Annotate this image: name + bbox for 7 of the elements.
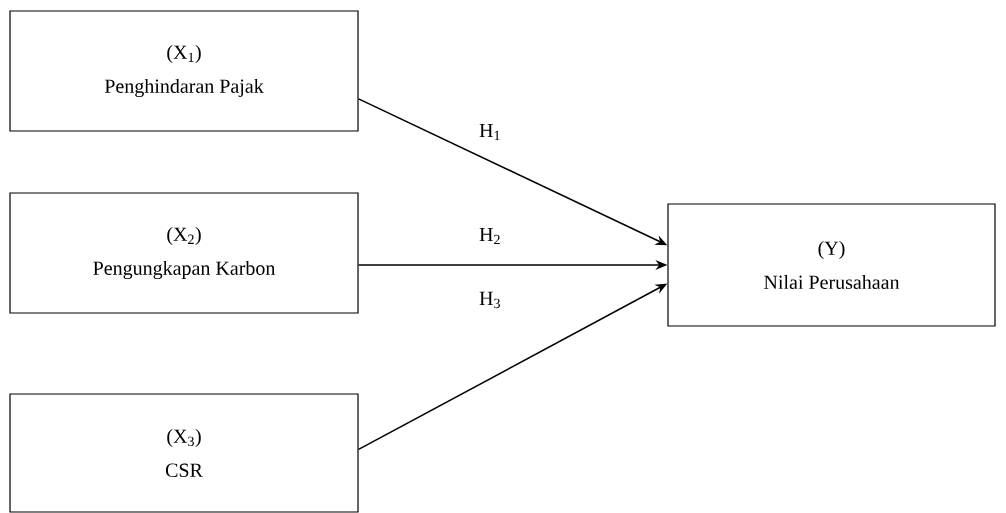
variable-box: (X$_{2}$) Pengungkapan Karbon [9,192,359,314]
edge-label: H$_{2}$ [478,226,502,246]
edge-label: H$_{1}$ [478,122,502,142]
edge-label: H$_{3}$ [478,290,502,310]
variable-box: (Y) Nilai Perusahaan [667,203,996,327]
variable-box: (X$_{3}$) CSR [9,393,359,513]
variable-box: (X$_{1}$) Penghindaran Pajak [9,10,359,132]
